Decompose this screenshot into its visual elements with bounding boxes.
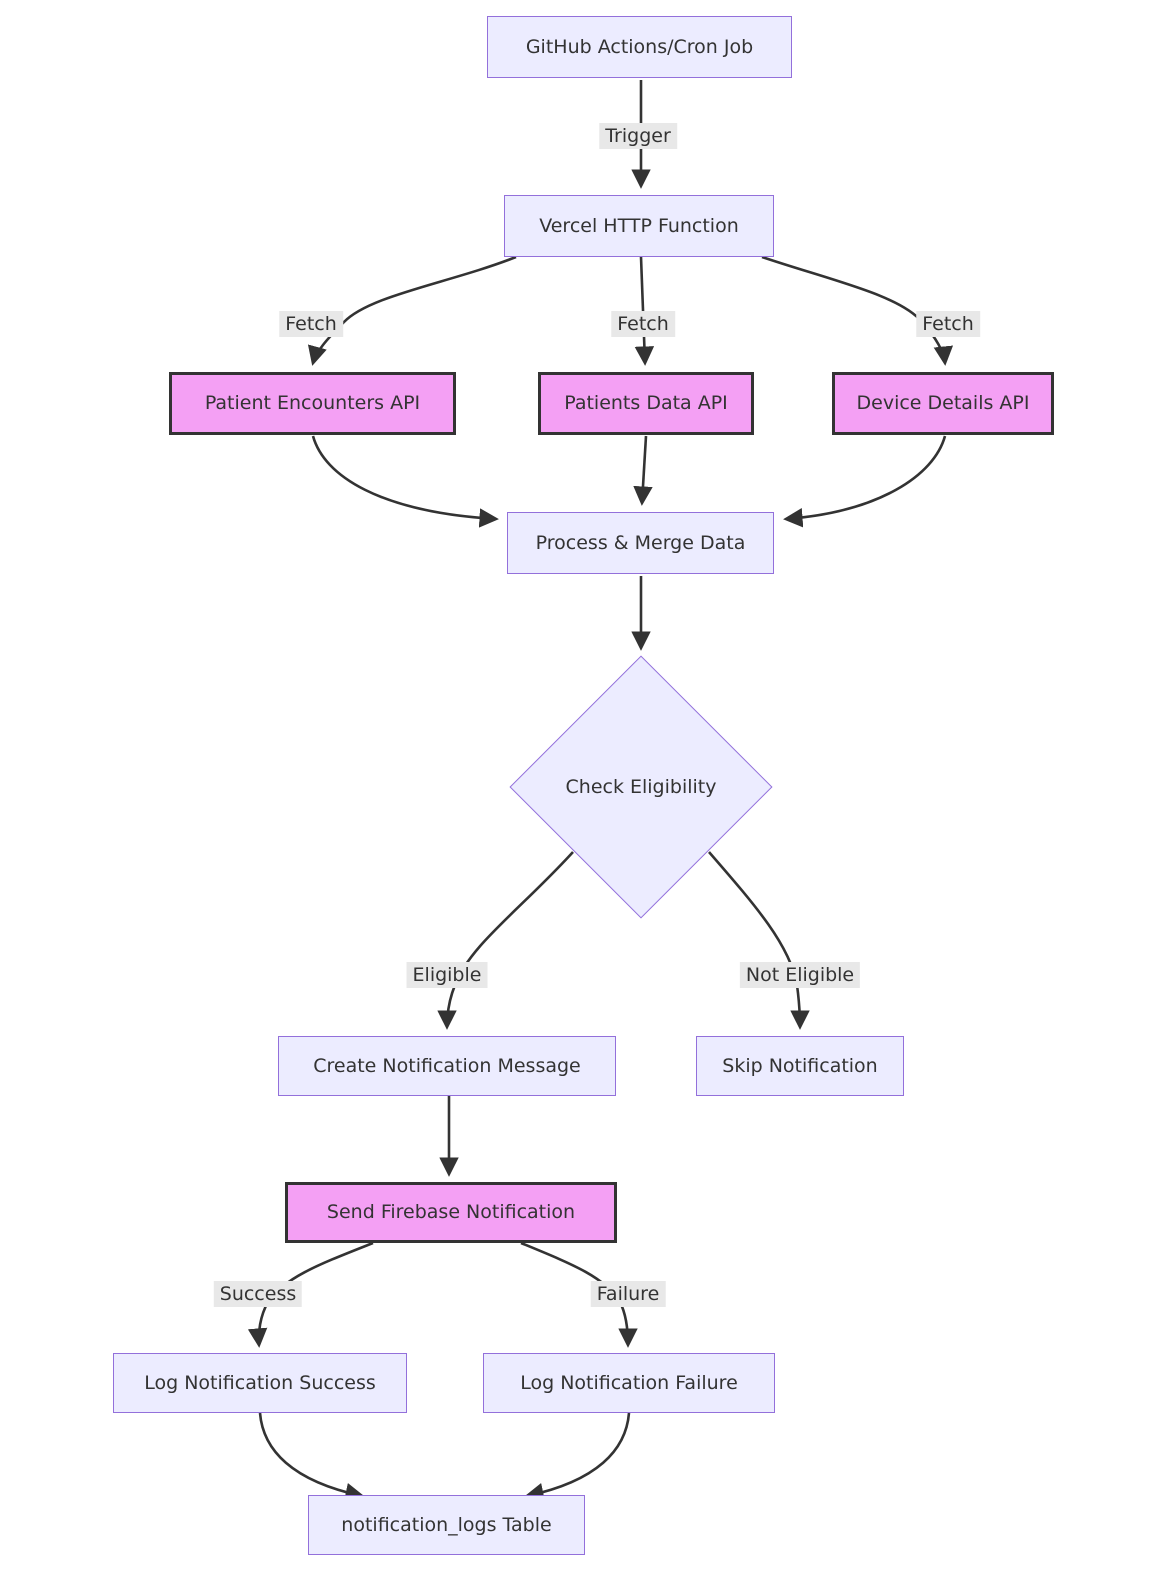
edge-devices-process xyxy=(783,435,947,528)
node-patients-data-api: Patients Data API xyxy=(538,372,754,435)
node-log-notification-failure: Log Notification Failure xyxy=(483,1353,775,1413)
edge-label-fetch-encounters: Fetch xyxy=(279,311,343,337)
node-label: GitHub Actions/Cron Job xyxy=(525,35,754,58)
edge-label-fetch-patients: Fetch xyxy=(611,311,675,337)
node-label: Log Notification Failure xyxy=(520,1371,738,1394)
node-create-notification-message: Create Notification Message xyxy=(278,1036,616,1096)
node-label: Skip Notification xyxy=(722,1054,878,1077)
node-label: Patients Data API xyxy=(564,392,728,415)
edge-fetch-patients xyxy=(634,256,655,366)
node-label: Send Firebase Notification xyxy=(326,1201,576,1224)
node-label: Create Notification Message xyxy=(313,1054,581,1077)
edge-label-fetch-devices: Fetch xyxy=(916,311,980,337)
node-check-eligibility-label: Check Eligibility xyxy=(565,776,717,798)
node-device-details-api: Device Details API xyxy=(832,372,1054,435)
edge-label-trigger: Trigger xyxy=(599,123,677,149)
node-label: Patient Encounters API xyxy=(204,392,421,415)
node-label: Log Notification Success xyxy=(144,1371,376,1394)
node-send-firebase-notification: Send Firebase Notification xyxy=(285,1182,617,1243)
node-label: notification_logs Table xyxy=(341,1513,552,1536)
edge-label-success: Success xyxy=(213,1281,303,1307)
node-label: Process & Merge Data xyxy=(535,531,746,554)
node-notification-logs-table: notification_logs Table xyxy=(308,1495,585,1555)
edge-label-failure: Failure xyxy=(590,1281,666,1307)
node-github-actions-cron-job: GitHub Actions/Cron Job xyxy=(487,16,792,78)
node-label: Device Details API xyxy=(856,392,1030,415)
edge-label-eligible: Eligible xyxy=(406,962,488,988)
edge-patients-process xyxy=(633,435,653,506)
edge-fetch-encounters xyxy=(307,255,517,366)
node-patient-encounters-api: Patient Encounters API xyxy=(169,372,456,435)
node-label: Vercel HTTP Function xyxy=(539,214,739,237)
node-log-notification-success: Log Notification Success xyxy=(113,1353,407,1413)
edge-success-table xyxy=(258,1412,365,1503)
edge-label-not-eligible: Not Eligible xyxy=(739,962,861,988)
edge-failure-table xyxy=(524,1412,631,1503)
edge-fetch-devices xyxy=(761,255,954,366)
edge-not-eligible xyxy=(708,851,810,1030)
node-vercel-http-function: Vercel HTTP Function xyxy=(504,195,774,257)
node-skip-notification: Skip Notification xyxy=(696,1036,904,1096)
edge-encounters-process xyxy=(311,435,499,528)
edge-eligible xyxy=(437,851,574,1030)
node-process-merge-data: Process & Merge Data xyxy=(507,512,774,574)
